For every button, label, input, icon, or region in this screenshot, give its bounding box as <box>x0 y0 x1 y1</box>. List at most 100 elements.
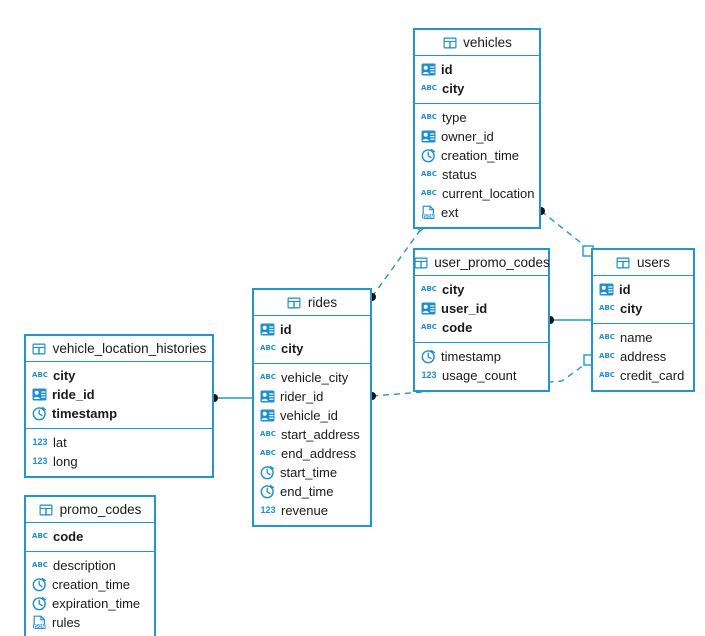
abc-icon: ABC <box>599 333 615 341</box>
relationship-line <box>540 210 591 251</box>
abc-icon: ABC <box>421 189 437 197</box>
abc-icon: ABC <box>260 449 276 457</box>
table-grid-icon <box>413 255 428 270</box>
column-row[interactable]: user_id <box>415 299 548 318</box>
123-icon: 123 <box>32 437 48 447</box>
column-row[interactable]: ABC code <box>415 318 548 337</box>
column-name: owner_id <box>441 129 494 144</box>
abc-icon: ABC <box>421 84 437 92</box>
table-title-users[interactable]: users <box>593 250 693 276</box>
id-card-icon <box>421 129 436 144</box>
clock-icon <box>32 596 47 611</box>
table-grid-icon <box>616 255 631 270</box>
relationship-vlh-to-rides <box>210 394 252 402</box>
abc-icon: ABC <box>599 371 615 379</box>
column-name: code <box>442 320 473 335</box>
abc-icon: ABC <box>32 532 48 540</box>
abc-icon: ABC <box>599 304 615 312</box>
column-row[interactable]: id <box>415 60 539 79</box>
abc-icon: ABC <box>421 170 437 178</box>
column-row[interactable]: timestamp <box>415 347 548 366</box>
column-name: city <box>281 341 304 356</box>
column-name: vehicle_city <box>281 370 349 385</box>
column-name: id <box>280 322 292 337</box>
column-row[interactable]: expiration_time <box>26 594 154 613</box>
column-row[interactable]: ride_id <box>26 385 212 404</box>
column-row[interactable]: id <box>254 320 370 339</box>
column-row[interactable]: ABC vehicle_city <box>254 368 370 387</box>
abc-icon: ABC <box>260 373 276 381</box>
column-row[interactable]: timestamp <box>26 404 212 423</box>
column-name: city <box>442 81 465 96</box>
column-row[interactable]: vehicle_id <box>254 406 370 425</box>
column-row[interactable]: ABC city <box>415 79 539 98</box>
column-name: city <box>442 282 465 297</box>
clock-icon <box>32 577 47 592</box>
table-title-user_promo_codes[interactable]: user_promo_codes <box>413 250 550 276</box>
column-name: rules <box>52 615 81 630</box>
abc-icon: ABC <box>32 561 48 569</box>
svg-text:JSON: JSON <box>422 214 435 219</box>
column-row[interactable]: start_time <box>254 463 370 482</box>
123-icon: 123 <box>421 370 437 380</box>
table-name: user_promo_codes <box>434 255 550 270</box>
column-row[interactable]: creation_time <box>415 146 539 165</box>
column-row[interactable]: ABC end_address <box>254 444 370 463</box>
column-name: end_address <box>281 446 357 461</box>
column-row[interactable]: id <box>593 280 693 299</box>
id-card-icon <box>260 322 275 337</box>
abc-icon: ABC <box>421 323 437 331</box>
column-name: start_address <box>281 427 360 442</box>
column-row[interactable]: owner_id <box>415 127 539 146</box>
table-title-vehicles[interactable]: vehicles <box>415 30 539 56</box>
column-row[interactable]: creation_time <box>26 575 154 594</box>
clock-icon <box>32 406 47 421</box>
column-name: usage_count <box>442 368 517 383</box>
table-title-vehicle_location_histories[interactable]: vehicle_location_histories <box>26 336 212 362</box>
clock-icon <box>421 148 436 163</box>
table-title-rides[interactable]: rides <box>254 290 370 316</box>
column-name: creation_time <box>52 577 131 592</box>
123-icon: 123 <box>32 456 48 466</box>
table-title-promo_codes[interactable]: promo_codes <box>26 497 154 523</box>
column-row[interactable]: 123 usage_count <box>415 366 548 385</box>
column-row[interactable]: 123 long <box>26 452 212 471</box>
table-grid-icon <box>32 341 47 356</box>
column-row[interactable]: end_time <box>254 482 370 501</box>
json-icon: JSON <box>421 205 436 220</box>
column-name: vehicle_id <box>280 408 338 423</box>
column-name: long <box>53 454 78 469</box>
column-name: revenue <box>281 503 328 518</box>
column-row[interactable]: rider_id <box>254 387 370 406</box>
table-name: vehicles <box>463 35 512 50</box>
